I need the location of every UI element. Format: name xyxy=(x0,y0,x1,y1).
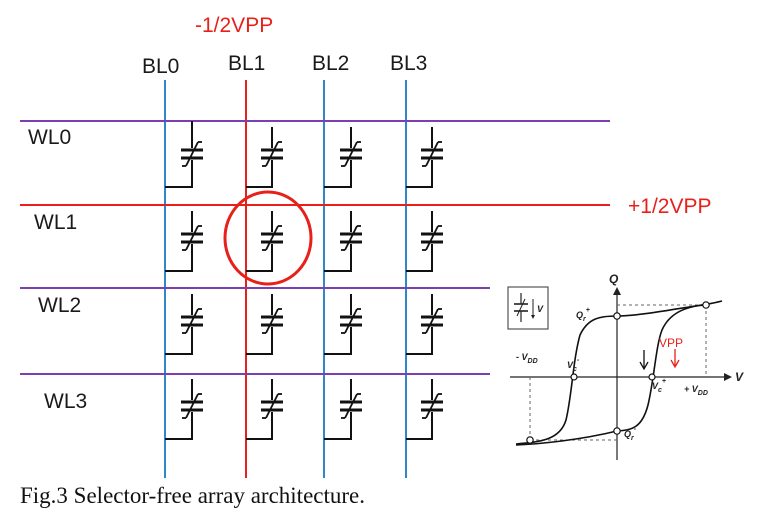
pos-vdd-label: + VDD xyxy=(684,384,708,397)
neg-vdd-label: - VDD xyxy=(516,352,538,365)
bitline-label-1: BL1 xyxy=(228,52,265,75)
hysteresis-inset: V Q V Qr+ Qr- - VDD + VDD Vc- V xyxy=(507,272,744,460)
cell xyxy=(165,377,205,440)
figure-caption: Fig.3 Selector-free array architecture. xyxy=(20,483,365,508)
qr-plus-label: Qr+ xyxy=(576,307,590,323)
vc-minus-label: Vc- xyxy=(567,357,580,373)
cell xyxy=(246,292,285,355)
cell xyxy=(324,125,364,188)
cell xyxy=(324,377,364,440)
wordline-label-3: WL3 xyxy=(44,390,87,413)
cell xyxy=(324,209,364,272)
qr-minus-label: Qr- xyxy=(624,426,637,442)
cell-selected xyxy=(246,209,285,272)
wordline-label-1: WL1 xyxy=(34,211,77,234)
legend-box xyxy=(507,286,549,330)
cell xyxy=(406,377,445,440)
cell-array xyxy=(165,121,445,440)
x-axis-label: V xyxy=(735,370,744,384)
cell xyxy=(165,292,205,355)
wordline-label-0: WL0 xyxy=(28,126,71,149)
vc-plus-label: Vc+ xyxy=(652,378,666,394)
bitline-label-3: BL3 xyxy=(390,52,427,75)
hysteresis-curve-lower xyxy=(515,304,707,446)
legend-capacitor-icon xyxy=(514,293,535,322)
bitline-label-0: BL0 xyxy=(142,55,179,78)
cell xyxy=(324,292,364,355)
cell xyxy=(165,121,205,188)
hysteresis-curve-upper xyxy=(515,300,723,445)
wordline-bias-label: +1/2VPP xyxy=(628,195,711,218)
y-axis-label: Q xyxy=(609,272,619,286)
cell xyxy=(246,125,285,188)
cell xyxy=(406,209,445,272)
selected-cell-highlight xyxy=(223,190,313,286)
cell xyxy=(406,125,445,188)
vpp-label: VPP xyxy=(659,336,683,350)
cell xyxy=(246,377,285,440)
cell xyxy=(165,209,205,272)
cell xyxy=(406,292,445,355)
bitline-bias-label: -1/2VPP xyxy=(195,14,273,37)
wordline-label-2: WL2 xyxy=(38,294,81,317)
bitline-label-2: BL2 xyxy=(312,52,349,75)
legend-v-label: V xyxy=(537,304,544,314)
